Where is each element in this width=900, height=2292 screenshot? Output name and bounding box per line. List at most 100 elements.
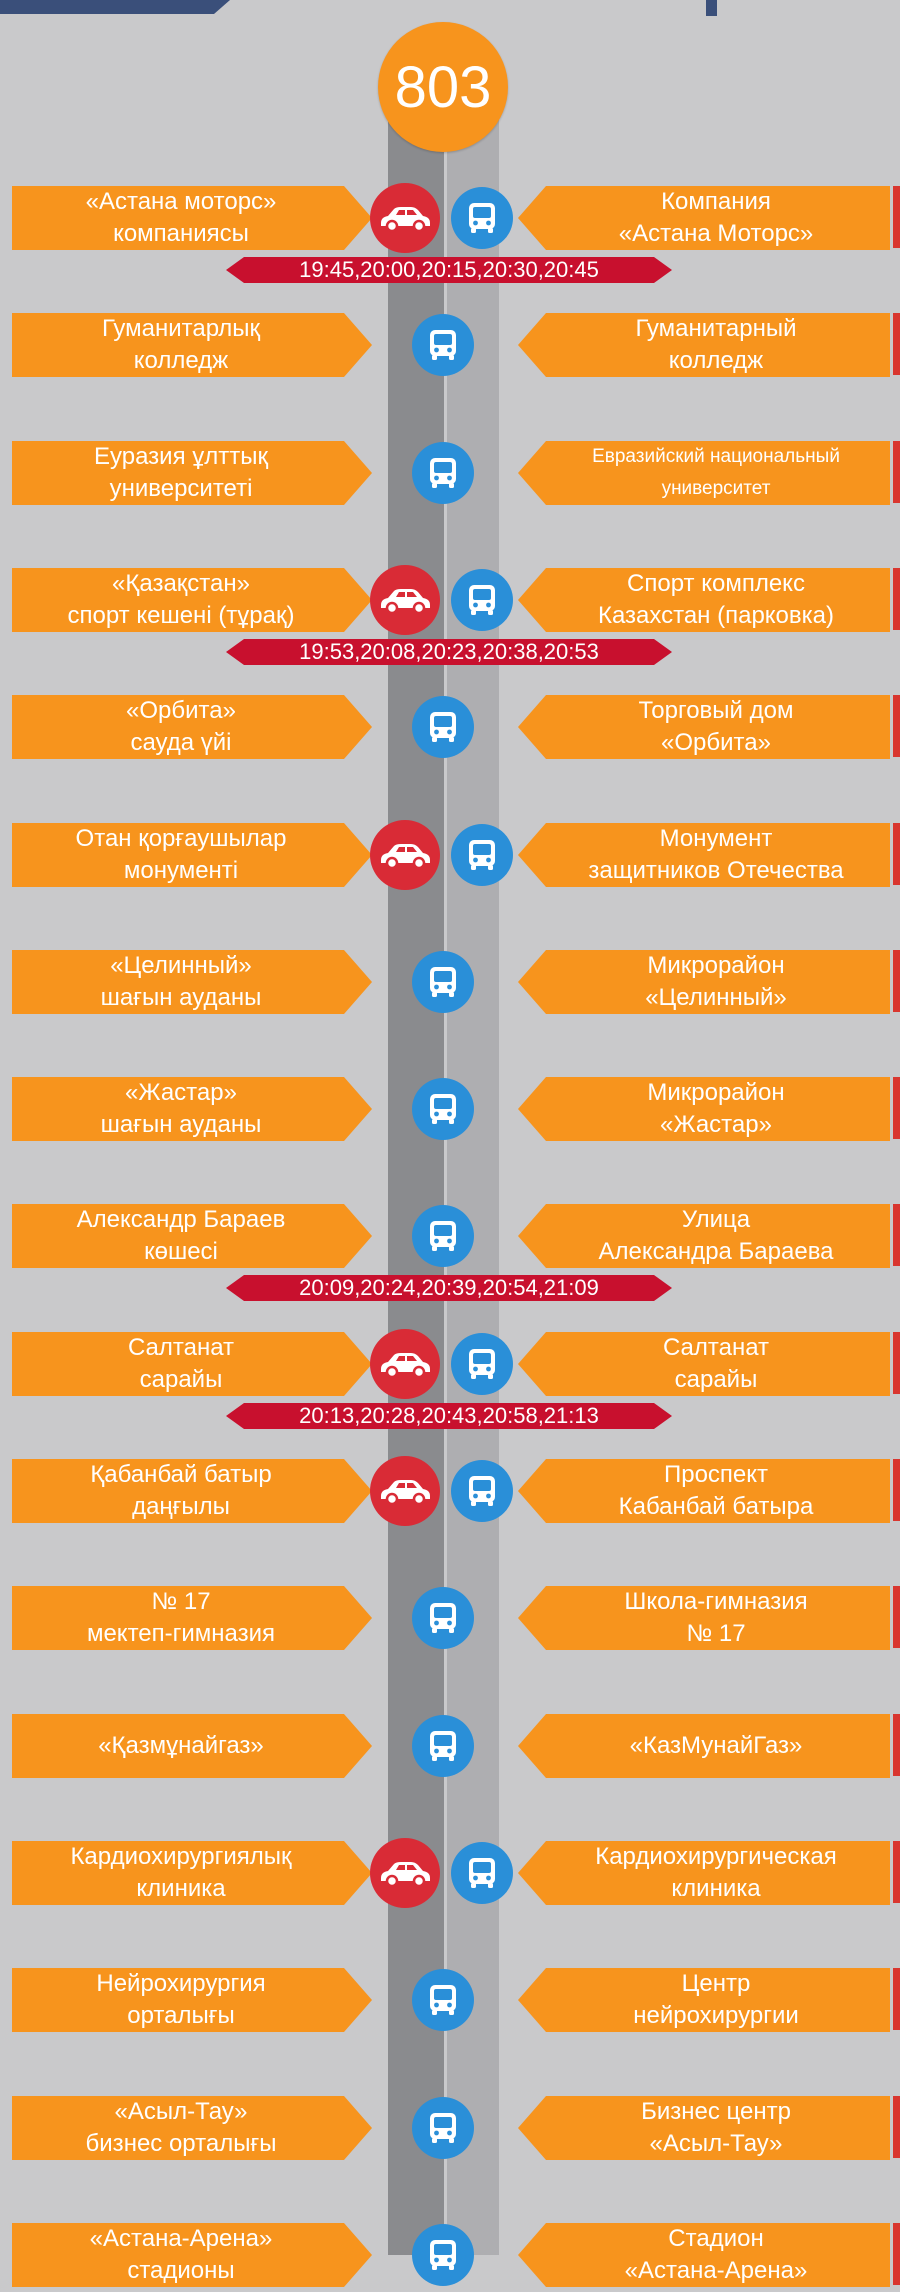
stop-name-line: Компания xyxy=(661,188,771,215)
stop-label-ru: Центр нейрохирургии xyxy=(518,1968,890,2032)
stop-label-kz: «Астана моторс» компаниясы xyxy=(12,186,372,250)
right-edge-strip xyxy=(893,2096,900,2158)
header-corner-decoration xyxy=(0,0,230,14)
stop-label-ru: Салтанат сарайы xyxy=(518,1332,890,1396)
stop-name-line: сарайы xyxy=(674,1366,758,1393)
bus-icon xyxy=(412,1715,474,1777)
stop-name-line: Александр Бараев xyxy=(76,1206,286,1233)
stop-name-line: Микрорайон xyxy=(647,952,785,979)
stop-name-line: Центр xyxy=(681,1970,751,1997)
stop-name-line: Кардиохирургиялық xyxy=(70,1843,292,1870)
stop-name-line: компаниясы xyxy=(113,220,249,247)
stop-name-line: клиника xyxy=(671,1875,761,1902)
stop-name-line: «Астана моторс» xyxy=(85,188,277,215)
stop-label-kz: «Қазақстан»спорт кешені (тұрақ) xyxy=(12,568,372,632)
right-edge-strip xyxy=(893,1332,900,1394)
right-edge-strip xyxy=(893,441,900,503)
route-number: 803 xyxy=(394,54,492,120)
stop-label-kz: Салтанат сарайы xyxy=(12,1332,372,1396)
right-edge-strip xyxy=(893,1586,900,1648)
stop-name-line: № 17 xyxy=(151,1588,211,1615)
bus-icon xyxy=(412,1969,474,2031)
right-edge-strip xyxy=(893,568,900,630)
right-edge-strip xyxy=(893,1077,900,1139)
stop-name-line: № 17 xyxy=(686,1620,746,1647)
bus-icon xyxy=(451,1842,513,1904)
right-edge-strip xyxy=(893,1841,900,1903)
stop-name-line: Евразийский национальный xyxy=(592,446,840,467)
car-icon xyxy=(370,1329,440,1399)
stop-name-line: «Астана Моторс» xyxy=(618,220,814,247)
stop-name-line: колледж xyxy=(668,347,764,374)
stop-name-line: «Жастар» xyxy=(125,1079,237,1106)
departure-times-bar: 20:13,20:28,20:43,20:58,21:13 xyxy=(226,1403,672,1429)
stop-name-line: Александра Бараева xyxy=(598,1238,834,1265)
stop-name-line: монументі xyxy=(123,857,239,884)
car-icon xyxy=(370,820,440,890)
stop-label-kz: «Целинный» шағын ауданы xyxy=(12,950,372,1014)
right-edge-strip xyxy=(893,1968,900,2030)
departure-times-bar: 19:53,20:08,20:23,20:38,20:53 xyxy=(226,639,672,665)
stop-name-line: Қабанбай батыр xyxy=(90,1461,272,1488)
stop-name-line: стадионы xyxy=(127,2257,235,2284)
stop-name-line: «Жастар» xyxy=(660,1111,772,1138)
stop-name-line: «Астана-Арена» xyxy=(624,2257,808,2284)
stop-label-kz: «Қазмұнайгаз» xyxy=(12,1714,372,1778)
right-edge-strip xyxy=(893,823,900,885)
stop-label-ru: Бизнес центр«Асыл-Тау» xyxy=(518,2096,890,2160)
stop-label-ru: Компания «Астана Моторс» xyxy=(518,186,890,250)
stop-name-line: «Целинный» xyxy=(110,952,252,979)
right-edge-strip xyxy=(893,695,900,757)
stop-name-line: «Асыл-Тау» xyxy=(649,2130,783,2157)
bus-icon xyxy=(412,442,474,504)
stop-label-ru: «КазМунайГаз» xyxy=(518,1714,890,1778)
stop-name-line: орталығы xyxy=(127,2002,235,2029)
bus-icon xyxy=(412,2224,474,2286)
right-edge-strip xyxy=(893,950,900,1012)
stop-name-line: сауда үйі xyxy=(130,729,232,756)
stop-name-line: Салтанат xyxy=(662,1334,770,1361)
stop-name-line: Нейрохирургия xyxy=(96,1970,266,1997)
departure-times-bar: 20:09,20:24,20:39,20:54,21:09 xyxy=(226,1275,672,1301)
right-edge-strip xyxy=(893,1714,900,1776)
stop-name-line: Отан қорғаушылар xyxy=(75,825,287,852)
stop-name-line: «Астана-Арена» xyxy=(89,2225,273,2252)
bus-icon xyxy=(451,824,513,886)
stop-name-line: «Қазмұнайгаз» xyxy=(98,1732,264,1759)
stop-label-kz: «Асыл-Тау»бизнес орталығы xyxy=(12,2096,372,2160)
bus-icon xyxy=(412,951,474,1013)
stop-label-ru: Евразийский национальный университет xyxy=(518,441,890,505)
stop-label-ru: Торговый дом «Орбита» xyxy=(518,695,890,759)
stop-name-line: шағын ауданы xyxy=(100,984,262,1011)
stop-name-line: мектеп-гимназия xyxy=(86,1620,276,1647)
stop-name-line: спорт кешені (тұрақ) xyxy=(67,602,295,629)
stop-name-line: «Целинный» xyxy=(645,984,787,1011)
stop-label-kz: «Астана-Арена» стадионы xyxy=(12,2223,372,2287)
stop-name-line: Торговый дом xyxy=(638,697,794,724)
stop-name-line: сарайы xyxy=(139,1366,223,1393)
bus-icon xyxy=(412,1587,474,1649)
stop-name-line: Спорт комплекс xyxy=(627,570,805,597)
stop-label-ru: Микрорайон «Целинный» xyxy=(518,950,890,1014)
stop-name-line: «Орбита» xyxy=(661,729,771,756)
stop-name-line: Салтанат xyxy=(127,1334,235,1361)
stop-name-line: Кабанбай батыра xyxy=(618,1493,814,1520)
stop-name-line: Школа-гимназия xyxy=(624,1588,808,1615)
stop-name-line: нейрохирургии xyxy=(633,2002,799,2029)
bus-icon xyxy=(412,1205,474,1267)
bus-icon xyxy=(451,569,513,631)
stop-name-line: Казахстан (парковка) xyxy=(597,602,835,629)
stop-name-line: Микрорайон xyxy=(647,1079,785,1106)
stop-name-line: Монумент xyxy=(659,825,773,852)
stop-name-line: университет xyxy=(661,478,771,499)
header-accent-bar xyxy=(706,0,717,16)
bus-icon xyxy=(412,696,474,758)
